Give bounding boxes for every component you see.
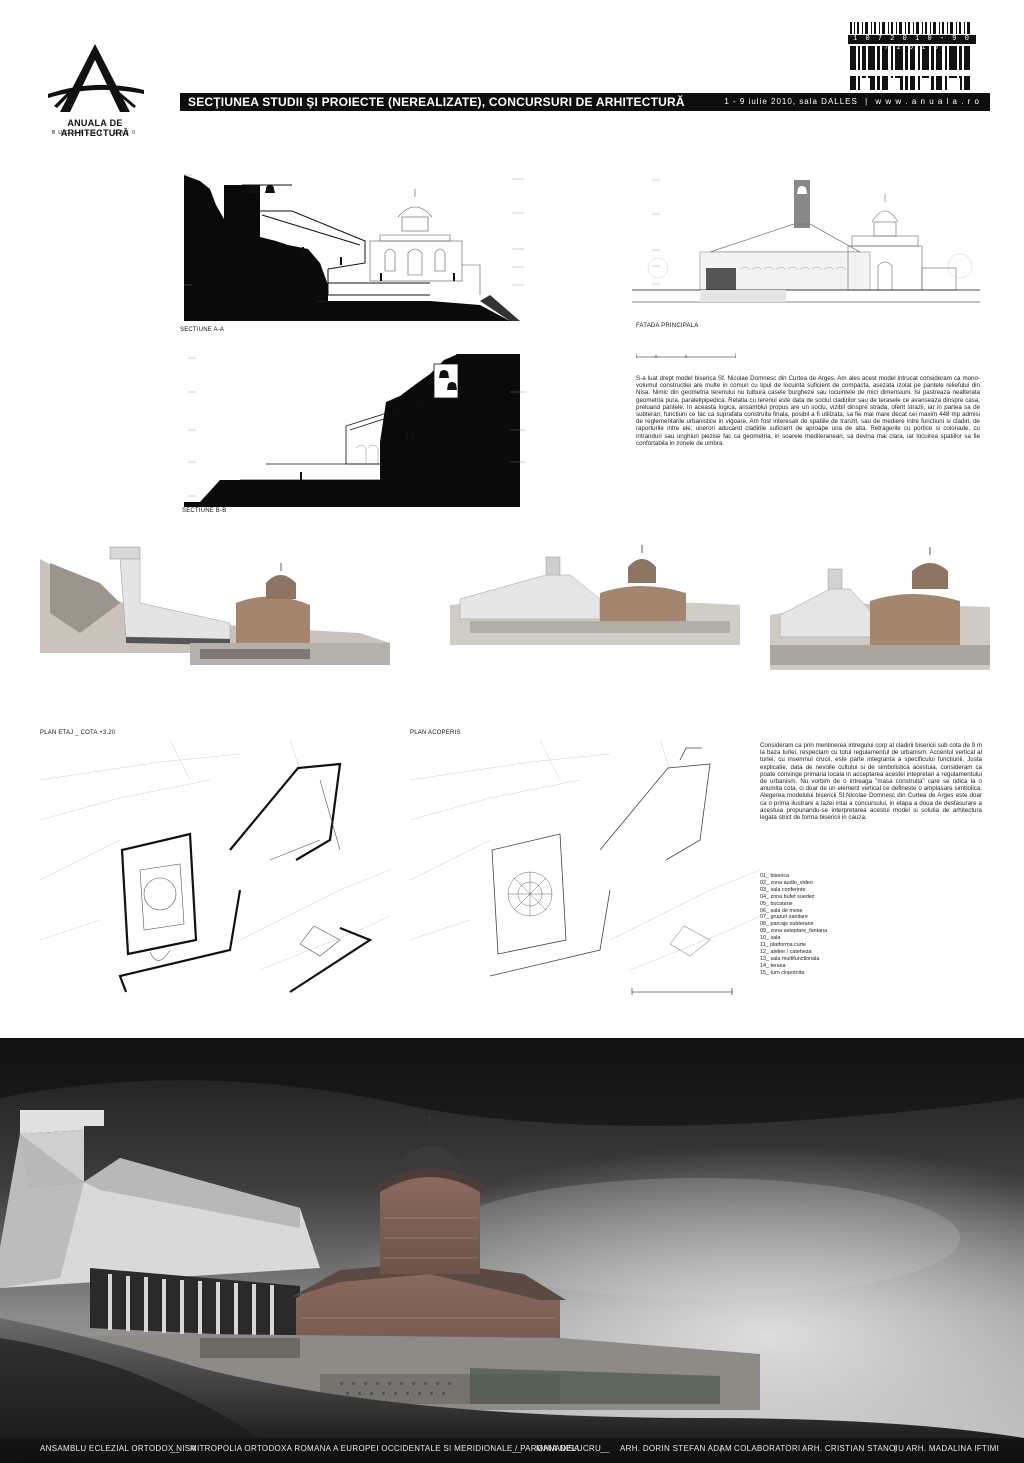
footer-credits: ANSAMBLU ECLEZIAL ORTODOX NISA __ MITROP…: [0, 1441, 1024, 1455]
legend-item: 09_ zona asteptare_fantana: [760, 928, 828, 935]
footer-office: MANADELUCRU: [536, 1444, 602, 1453]
description-2-text: Consideram ca prin mentinerea intregului…: [760, 742, 982, 822]
facade-drawing: [632, 179, 980, 303]
legend-item: 03_ sala conferinte: [760, 886, 806, 893]
footer-collab-2: ARH. MADALINA IFTIMI: [906, 1444, 1000, 1453]
header-bar: SECŢIUNEA STUDII ŞI PROIECTE (NEREALIZAT…: [180, 93, 990, 111]
anuala-logo: ANUALA DE ARHITECTURĂ BUCURESTI 2010: [40, 40, 150, 150]
description-1-text: S-a luat drept model biserica Sf. Nicola…: [636, 375, 980, 447]
footer-separator: __: [170, 1444, 180, 1453]
caption-section-bb: SECTIUNE B-B: [182, 508, 227, 514]
legend-item: 15_ turn clopotnita: [760, 969, 805, 976]
section-title: SECŢIUNEA STUDII ŞI PROIECTE (NEREALIZAT…: [188, 95, 685, 109]
plan-legend: 01_ biserica 02_ zona audio_video 03_ sa…: [760, 873, 827, 977]
legend-item: 10_ sala: [760, 935, 781, 942]
caption-facade: FATADA PRINCIPALA: [636, 323, 699, 329]
anuala-a-icon: [48, 44, 144, 112]
caption-plan-floor: PLAN ETAJ _ COTA +3.20: [40, 730, 116, 736]
legend-item: 04_ zona bufet suedez: [760, 893, 815, 900]
footer-separator: |: [894, 1444, 897, 1453]
barcode-graphic: [848, 20, 976, 94]
legend-item: 05_ bucatarie: [760, 900, 793, 907]
footer-separator: |: [720, 1444, 723, 1453]
header-meta: 1 - 9 iulie 2010, sala DALLES | w w w . …: [720, 97, 980, 106]
render-view-1: [40, 546, 390, 665]
description-1: S-a luat drept model biserica Sf. Nicola…: [636, 375, 980, 447]
logo-name: ANUALA DE ARHITECTURĂ: [60, 118, 130, 138]
legend-item: 08_ parcaje subterane: [760, 921, 814, 928]
render-view-3: [770, 547, 990, 670]
footer-collab-1: ARH. CRISTIAN STANOIU: [802, 1444, 905, 1453]
legend-item: 07_ grupuri sanitare: [760, 914, 808, 921]
main-render: [0, 1038, 1024, 1463]
legend-item: 01_ biserica: [760, 873, 790, 879]
description-2: Consideram ca prin mentinerea intregului…: [760, 742, 982, 821]
render-view-2: [450, 545, 740, 645]
legend-item: 02_ zona audio_video: [760, 879, 813, 886]
barcode-date: 1 0 7 2 0 1 0 - 9 0 7 2 0 1 0: [848, 35, 976, 52]
legend-item: 14_ terasa: [760, 962, 786, 969]
footer-separator: __: [512, 1444, 522, 1453]
website-link[interactable]: w w w . a n u a l a . r o: [875, 97, 980, 106]
exhibition-dates: 1 - 9 iulie 2010, sala DALLES: [724, 97, 858, 106]
header-separator: |: [865, 97, 869, 106]
section-bb-drawing: [184, 354, 526, 507]
logo-city: BUCURESTI 2010: [51, 130, 139, 136]
caption-plan-roof: PLAN ACOPERIS: [410, 730, 461, 736]
scale-bar: [636, 353, 736, 358]
plan-floor-drawing: [40, 740, 390, 993]
section-aa-drawing: [184, 174, 524, 321]
legend-item: 13_ sala multifunctionala: [760, 955, 820, 962]
footer-author: ARH. DORIN STEFAN ADAM: [620, 1444, 732, 1453]
footer-client: MITROPOLIA ORTODOXA ROMANA A EUROPEI OCC…: [190, 1444, 580, 1453]
legend-item: 12_ atelier / cateheza: [760, 948, 812, 955]
legend-item: 11_ platforma curte: [760, 942, 807, 949]
render-scene: [0, 1038, 1024, 1463]
legend-item: 06_ sala de mese: [760, 907, 803, 914]
plan-roof-drawing: [410, 740, 760, 995]
footer-collab-label: COLABORATORI :: [734, 1444, 806, 1453]
footer-project: ANSAMBLU ECLEZIAL ORTODOX NISA: [40, 1444, 197, 1453]
footer-separator: __: [600, 1444, 610, 1453]
caption-section-aa: SECTIUNE A-A: [180, 327, 225, 333]
